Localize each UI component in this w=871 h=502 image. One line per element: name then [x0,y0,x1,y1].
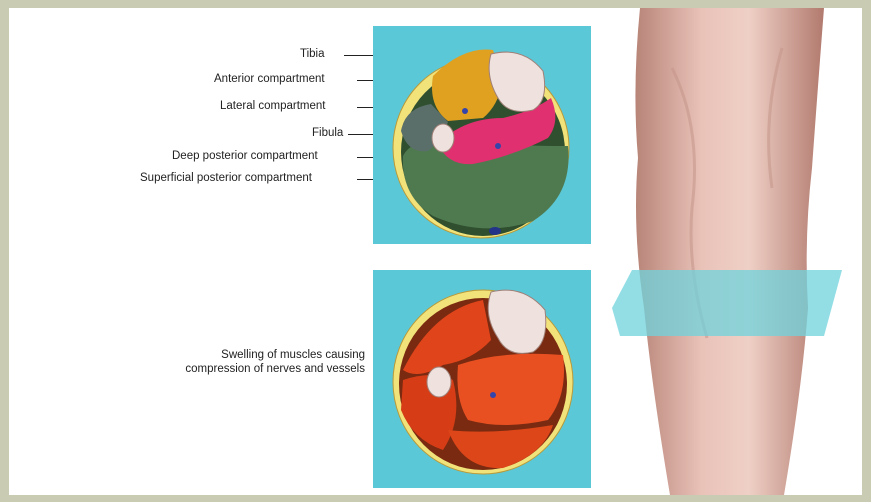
label-lateral-compartment: Lateral compartment [220,100,325,112]
compressed-vessel [490,392,496,398]
label-fibula: Fibula [312,127,343,139]
anterior-vessel [462,108,468,114]
normal-cross-section [373,26,591,244]
label-tibia: Tibia [300,48,325,60]
leg-illustration [612,8,842,495]
leg-skin [635,8,824,495]
label-deep-posterior-compartment: Deep posterior compartment [172,150,318,162]
label-swelling: Swelling of muscles causing compression … [160,348,365,376]
cut-plane [612,270,842,336]
fibula-bone [432,124,454,152]
label-superficial-posterior-compartment: Superficial posterior compartment [140,172,312,184]
posterior-vessel [495,143,501,149]
swollen-deep-muscle [457,354,564,425]
label-anterior-compartment: Anterior compartment [214,73,325,85]
superficial-vein [489,227,501,235]
swollen-cross-section [373,270,591,488]
swollen-fibula-bone [427,367,451,397]
